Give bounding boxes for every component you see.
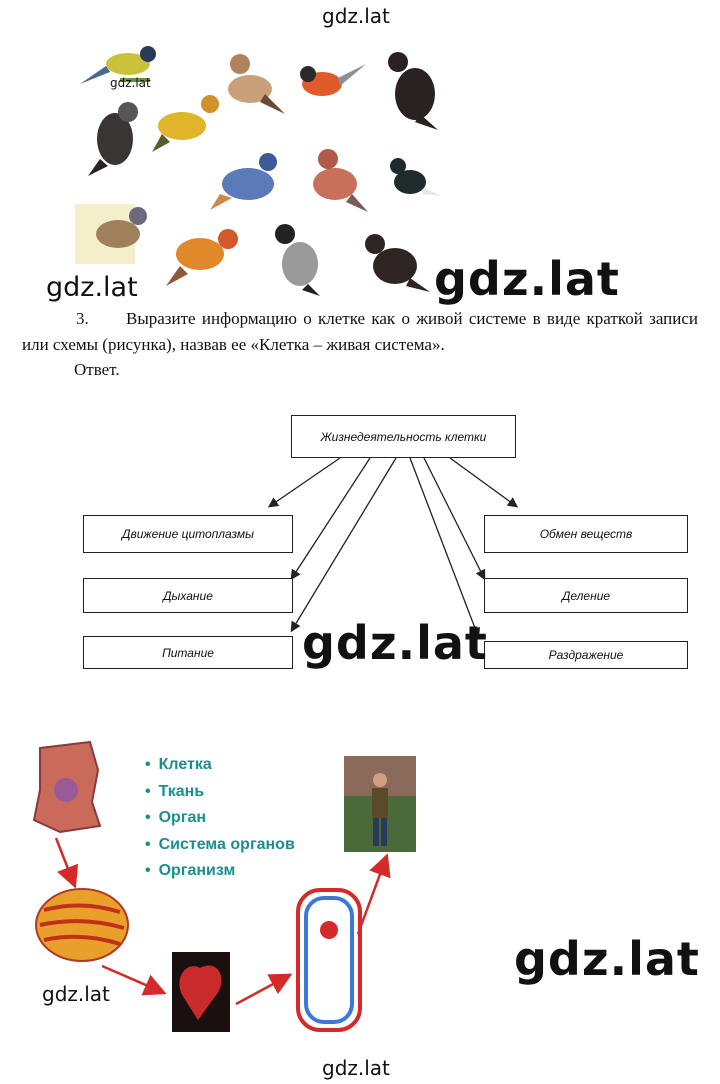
list-item: Клетка <box>145 756 295 783</box>
diagram-box-left-2: Дыхание <box>83 578 293 613</box>
cell-icon <box>32 740 102 834</box>
watermark-diagram: gdz.lat <box>302 616 488 670</box>
diagram-box-left-1: Движение цитоплазмы <box>83 515 293 553</box>
organization-levels-list: Клетка Ткань Орган Система органов Орган… <box>145 756 295 889</box>
answer-label: Ответ. <box>74 360 120 379</box>
bird-icon <box>75 204 147 264</box>
list-item: Организм <box>145 862 295 889</box>
task-text: Выразите информацию о клетке как о живой… <box>22 309 698 354</box>
bird-icon <box>388 52 438 130</box>
organism-photo-icon <box>344 756 416 852</box>
diagram-box-right-2: Деление <box>484 578 688 613</box>
watermark-birds-small: gdz.lat <box>110 76 151 90</box>
diagram-root-box: Жизнедеятельность клетки <box>291 415 516 458</box>
bird-icon <box>365 234 430 292</box>
circulatory-system-icon <box>296 888 362 1032</box>
bird-icon <box>390 158 442 196</box>
watermark-birds-right: gdz.lat <box>434 252 620 306</box>
list-item: Орган <box>145 809 295 836</box>
bird-icon <box>275 224 320 296</box>
bird-icon <box>313 149 368 212</box>
organization-levels-illustration <box>32 740 416 1032</box>
heart-icon <box>172 952 230 1032</box>
task-paragraph: 3.Выразите информацию о клетке как о жив… <box>22 306 698 358</box>
list-item: Система органов <box>145 836 295 863</box>
watermark-top: gdz.lat <box>322 4 390 28</box>
tissue-icon <box>35 888 129 962</box>
watermark-bottom: gdz.lat <box>322 1056 390 1080</box>
watermark-levels-left: gdz.lat <box>42 982 110 1006</box>
task-number: 3. <box>76 309 89 328</box>
diagram-box-left-3: Питание <box>83 636 293 669</box>
bird-icon <box>210 153 277 210</box>
diagram-box-right-1: Обмен веществ <box>484 515 688 553</box>
watermark-levels-right: gdz.lat <box>514 932 700 986</box>
bird-icon <box>166 229 238 286</box>
list-item: Ткань <box>145 783 295 810</box>
bird-icon <box>300 64 366 96</box>
bird-icon <box>80 46 156 84</box>
bird-icon <box>88 102 138 176</box>
bird-icon <box>152 95 219 152</box>
diagram-arrows <box>267 457 519 639</box>
diagram-box-right-3: Раздражение <box>484 641 688 669</box>
bird-icon <box>228 54 285 114</box>
watermark-birds-left: gdz.lat <box>46 272 138 303</box>
birds-illustration <box>75 46 442 296</box>
